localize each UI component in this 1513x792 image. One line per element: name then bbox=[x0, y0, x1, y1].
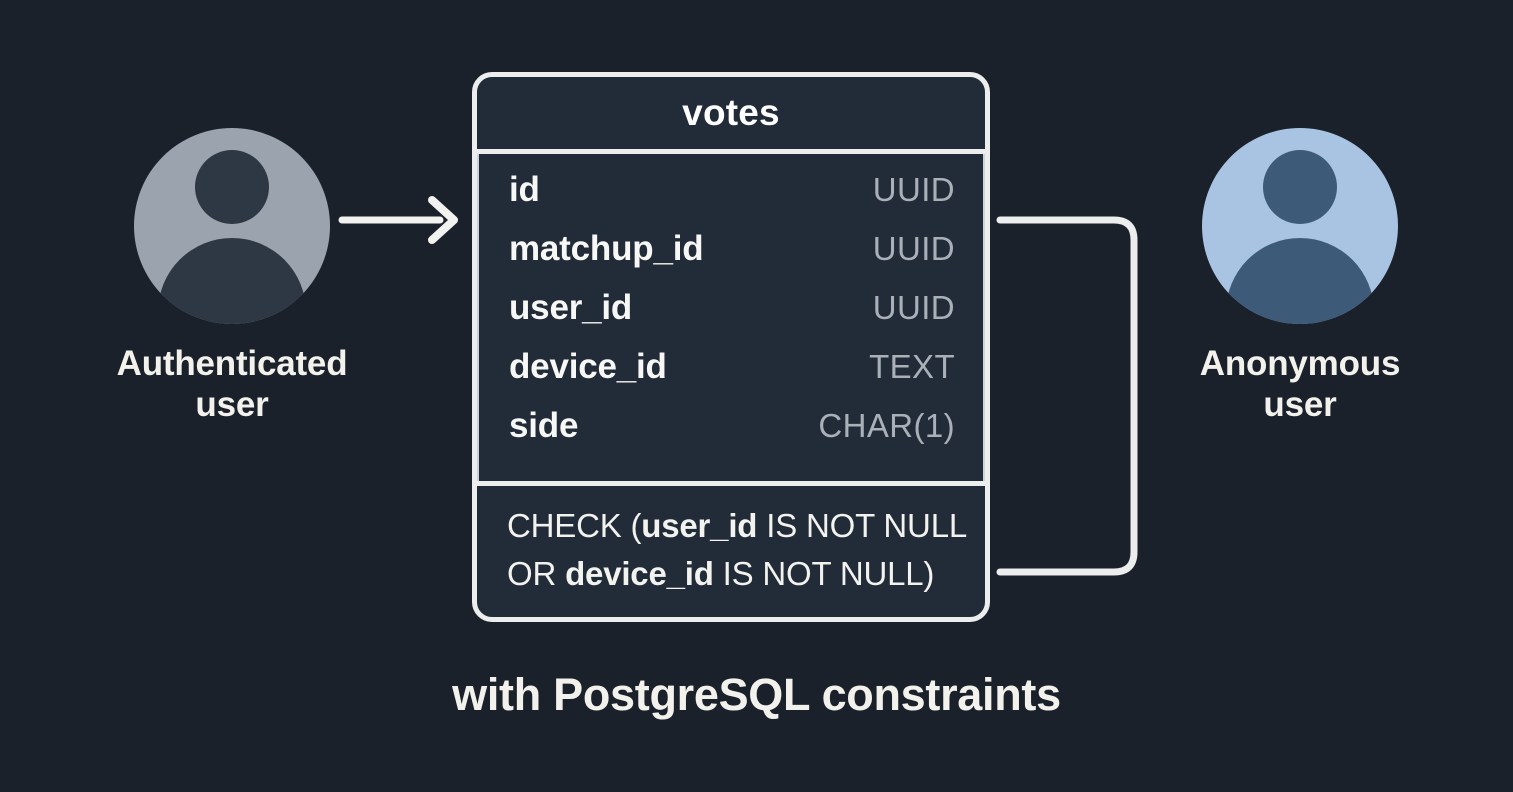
column-type: UUID bbox=[872, 171, 955, 208]
avatar-head-icon bbox=[1263, 150, 1337, 224]
actor-label-line1: Anonymous bbox=[1199, 344, 1401, 383]
table-row: id UUID bbox=[509, 170, 955, 229]
constraint-line2-suffix: IS NOT NULL) bbox=[713, 554, 935, 592]
table-row: side CHAR(1) bbox=[509, 406, 955, 465]
actor-label-anonymous-user: Anonymous user bbox=[1130, 344, 1470, 425]
actor-anonymous-user: Anonymous user bbox=[1130, 128, 1470, 425]
constraint-line1-suffix: IS NOT NULL bbox=[757, 507, 967, 544]
constraint-field-device-id: device_id bbox=[565, 554, 714, 592]
actor-label-authenticated-user: Authenticated user bbox=[62, 344, 402, 425]
avatar-head-icon bbox=[195, 150, 269, 224]
table-row: matchup_id UUID bbox=[509, 229, 955, 288]
constraint-line-2: OR device_id IS NOT NULL) bbox=[507, 550, 959, 598]
constraint-keyword-check: CHECK ( bbox=[507, 507, 642, 544]
avatar-body-icon bbox=[1226, 238, 1374, 324]
column-name: user_id bbox=[509, 288, 633, 327]
diagram-caption: with PostgreSQL constraints bbox=[452, 669, 1061, 720]
avatar-authenticated-user bbox=[134, 128, 330, 324]
table-check-constraint: CHECK (user_id IS NOT NULL OR device_id … bbox=[477, 486, 985, 597]
avatar-body-icon bbox=[158, 238, 306, 324]
column-name: device_id bbox=[509, 347, 667, 386]
avatar-anonymous-user bbox=[1202, 128, 1398, 324]
actor-authenticated-user: Authenticated user bbox=[62, 128, 402, 425]
table-header-divider bbox=[476, 149, 986, 154]
column-name: id bbox=[509, 170, 540, 209]
actor-label-line2: user bbox=[195, 384, 269, 424]
table-row: user_id UUID bbox=[509, 288, 955, 347]
table-constraint-divider bbox=[476, 481, 986, 486]
table-columns-list: id UUID matchup_id UUID user_id UUID dev… bbox=[477, 154, 985, 481]
table-title: votes bbox=[682, 92, 780, 133]
column-type: CHAR(1) bbox=[818, 407, 955, 444]
column-type: UUID bbox=[872, 230, 955, 267]
connector-votes-to-anonymous-icon bbox=[996, 216, 1138, 576]
column-name: matchup_id bbox=[509, 229, 704, 268]
column-type: UUID bbox=[872, 289, 955, 326]
column-name: side bbox=[509, 406, 579, 445]
actor-label-line1: Authenticated bbox=[116, 344, 348, 383]
constraint-field-user-id: user_id bbox=[641, 507, 758, 544]
votes-table-card: votes id UUID matchup_id UUID user_id UU… bbox=[472, 72, 990, 622]
table-row: device_id TEXT bbox=[509, 347, 955, 406]
column-type: TEXT bbox=[869, 348, 955, 385]
constraint-line-1: CHECK (user_id IS NOT NULL bbox=[507, 502, 967, 550]
constraint-keyword-or: OR bbox=[507, 554, 566, 592]
actor-label-line2: user bbox=[1263, 384, 1337, 424]
arrow-authenticated-to-votes-icon bbox=[338, 196, 458, 244]
